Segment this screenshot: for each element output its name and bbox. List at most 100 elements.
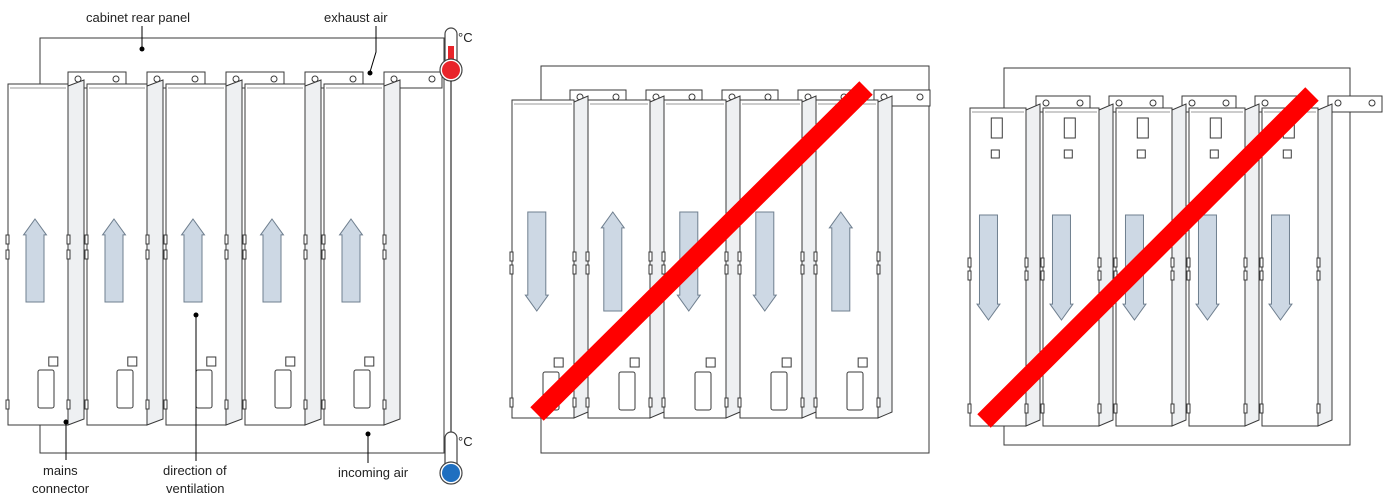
hinge-clip (66, 399, 71, 410)
mounting-hole (612, 93, 620, 101)
hinge-clip (1186, 257, 1191, 268)
mounting-hole (1042, 99, 1050, 107)
hinge-clip (1170, 403, 1175, 414)
mounting-hole (1222, 99, 1230, 107)
hinge-clip (145, 249, 150, 260)
mounting-bracket (1327, 95, 1383, 113)
airflow-down-arrow (976, 214, 1001, 321)
hinge-clip (813, 264, 818, 275)
hinge-clip (967, 270, 972, 281)
mains-connector (770, 371, 788, 411)
airflow-up-arrow (180, 218, 206, 303)
status-indicator (553, 357, 564, 368)
status-indicator (1063, 149, 1073, 159)
display-window (990, 117, 1003, 139)
mains-connector (694, 371, 712, 411)
airflow-down-arrow (1195, 214, 1220, 321)
status-indicator (1209, 149, 1219, 159)
status-indicator (1136, 149, 1146, 159)
mounting-hole (764, 93, 772, 101)
hinge-clip (572, 251, 577, 262)
hinge-clip (800, 264, 805, 275)
thermometer-cold-icon: °C (439, 431, 473, 485)
mounting-hole (1368, 99, 1376, 107)
thermometer-hot-icon: °C (439, 27, 473, 82)
hinge-clip (1040, 403, 1045, 414)
mounting-hole (1334, 99, 1342, 107)
mounting-hole (428, 75, 436, 83)
drive-unit (585, 95, 665, 419)
airflow-down-arrow (524, 211, 550, 312)
hinge-clip (813, 251, 818, 262)
drive-unit (967, 103, 1041, 427)
mounting-hole (1261, 99, 1269, 107)
hinge-clip (572, 264, 577, 275)
status-indicator (857, 357, 868, 368)
hinge-clip (661, 397, 666, 408)
mounting-hole (916, 93, 924, 101)
hinge-clip (1316, 403, 1321, 414)
hinge-clip (163, 399, 168, 410)
hinge-clip (145, 234, 150, 245)
status-indicator (629, 357, 640, 368)
hinge-clip (1186, 270, 1191, 281)
hinge-clip (585, 397, 590, 408)
hinge-clip (509, 251, 514, 262)
mains-connector (846, 371, 864, 411)
hinge-clip (967, 403, 972, 414)
arrangement-mixed-airflow (509, 65, 931, 454)
hinge-clip (876, 251, 881, 262)
hinge-clip (303, 399, 308, 410)
degree-label-top: °C (458, 30, 473, 45)
status-indicator (285, 356, 296, 367)
hinge-clip (1024, 257, 1029, 268)
hinge-clip (585, 251, 590, 262)
drive-unit (5, 79, 85, 426)
hinge-clip (1316, 257, 1321, 268)
hinge-clip (303, 234, 308, 245)
hinge-clip (242, 249, 247, 260)
status-indicator (127, 356, 138, 367)
hinge-clip (242, 399, 247, 410)
arrangement-downward-airflow (967, 67, 1383, 446)
hinge-clip (1243, 257, 1248, 268)
mains-connector (618, 371, 636, 411)
hinge-clip (5, 399, 10, 410)
hinge-clip (321, 234, 326, 245)
label-direction-line1: direction of (163, 463, 227, 478)
hinge-clip (648, 264, 653, 275)
hinge-clip (724, 251, 729, 262)
display-window (1136, 117, 1149, 139)
hinge-clip (1113, 257, 1118, 268)
hinge-clip (66, 249, 71, 260)
drive-unit (1259, 103, 1333, 427)
mounting-hole (112, 75, 120, 83)
label-direction-line2: ventilation (166, 481, 225, 496)
hinge-clip (737, 251, 742, 262)
hinge-clip (572, 397, 577, 408)
hinge-clip (1097, 270, 1102, 281)
mounting-hole (349, 75, 357, 83)
hinge-clip (1259, 257, 1264, 268)
hinge-clip (382, 234, 387, 245)
arrangement-correct: °C °C cabinet rear panel exhaust air mai… (5, 10, 473, 496)
airflow-up-arrow (600, 211, 626, 312)
display-window (1209, 117, 1222, 139)
status-indicator (206, 356, 217, 367)
hinge-clip (724, 397, 729, 408)
status-indicator (364, 356, 375, 367)
airflow-up-arrow (338, 218, 364, 303)
hinge-clip (66, 234, 71, 245)
hinge-clip (242, 234, 247, 245)
hinge-clip (84, 234, 89, 245)
drive-unit (321, 79, 401, 426)
hinge-clip (648, 397, 653, 408)
hinge-clip (661, 251, 666, 262)
hinge-clip (303, 249, 308, 260)
label-incoming-air: incoming air (338, 465, 409, 480)
mounting-hole (1188, 99, 1196, 107)
label-mains-connector-line2: connector (32, 481, 90, 496)
cross-out-mark (530, 81, 873, 421)
display-window (1063, 117, 1076, 139)
hinge-clip (585, 264, 590, 275)
